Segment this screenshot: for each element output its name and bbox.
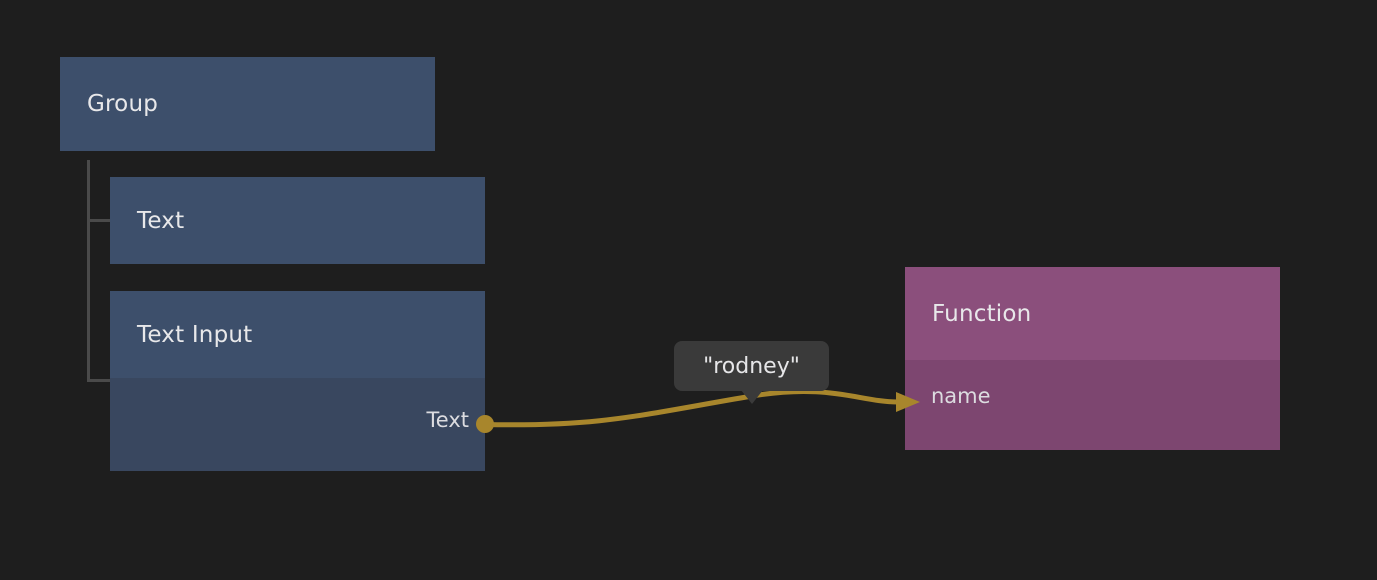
input-port-name-label: name — [931, 384, 991, 408]
node-text-input-title: Text Input — [137, 321, 253, 348]
node-text-input-body: Text — [110, 378, 485, 471]
link-value-tooltip: "rodney" — [674, 341, 829, 404]
link-value-tooltip-text: "rodney" — [703, 353, 800, 379]
output-port-text[interactable]: Text — [427, 408, 469, 432]
node-function[interactable]: Function name — [905, 267, 1280, 450]
node-text-input-header[interactable]: Text Input — [110, 291, 485, 378]
node-text[interactable]: Text — [110, 177, 485, 264]
input-port-name[interactable]: name — [931, 384, 991, 408]
node-text-title: Text — [137, 207, 185, 234]
node-text-input[interactable]: Text Input Text — [110, 291, 485, 471]
node-function-body: name — [905, 360, 1280, 450]
node-text-header[interactable]: Text — [110, 177, 485, 264]
output-port-text-label: Text — [426, 408, 469, 432]
link-text-to-name — [482, 388, 901, 428]
tooltip-tail-icon — [740, 390, 763, 404]
node-group-header[interactable]: Group — [60, 57, 435, 151]
node-function-title: Function — [932, 300, 1032, 327]
socket-output-text-icon[interactable] — [476, 415, 494, 433]
node-group[interactable]: Group — [60, 57, 435, 151]
node-group-title: Group — [87, 91, 159, 117]
node-function-header[interactable]: Function — [905, 267, 1280, 360]
